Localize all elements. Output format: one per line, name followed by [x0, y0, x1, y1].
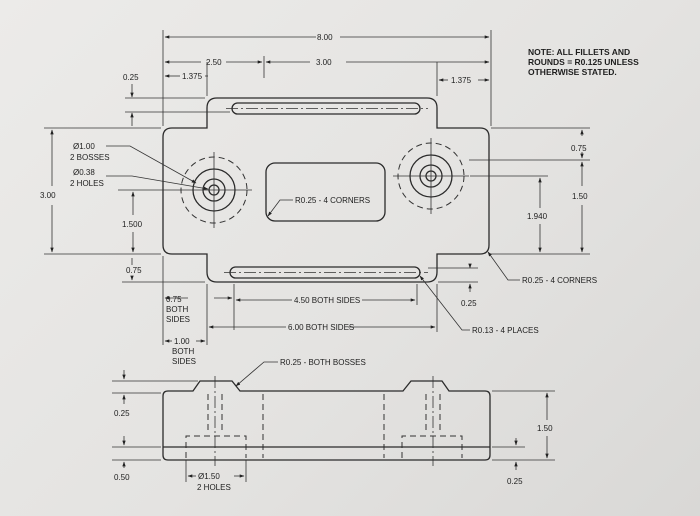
dim-side-height: 1.50	[537, 424, 553, 433]
left-boss	[176, 152, 252, 228]
callout-slot-ends: R0.13 - 4 PLACES	[472, 326, 539, 335]
callout-boss-count: 2 BOSSES	[70, 153, 110, 162]
note-line-2: ROUNDS = R0.125 UNLESS	[528, 57, 639, 67]
callout-slot-width: 0.75	[166, 295, 182, 304]
callout-slot-depth: 1.00	[174, 337, 190, 346]
callout-slot-depth-3: SIDES	[172, 357, 196, 366]
dim-right-inset: 1.375	[451, 76, 472, 85]
dim-top-lip: 0.25	[123, 73, 139, 82]
dim-left-inset: 1.375	[182, 72, 203, 81]
dim-left-center: 1.500	[122, 220, 143, 229]
note-block: NOTE: ALL FILLETS AND ROUNDS = R0.125 UN…	[528, 47, 639, 77]
dim-overall-height: 3.00	[40, 191, 56, 200]
callout-cbore-dia: Ø1.50	[198, 472, 220, 481]
dim-side-bottom: 0.50	[114, 473, 130, 482]
callout-slot-width-3: SIDES	[166, 315, 190, 324]
callout-cbore-count: 2 HOLES	[197, 483, 231, 492]
dim-slot-offset: 0.25	[461, 299, 477, 308]
dim-slot-inner: 4.50 BOTH SIDES	[294, 296, 360, 305]
note-line-3: OTHERWISE STATED.	[528, 67, 617, 77]
dim-left-span: 2.50	[206, 58, 222, 67]
callout-slot-width-2: BOTH	[166, 305, 188, 314]
front-view	[112, 361, 555, 482]
dim-slot-outer: 6.00 BOTH SIDES	[288, 323, 354, 332]
callout-boss-dia: Ø1.00	[73, 142, 95, 151]
front-view-outline	[162, 380, 491, 461]
callout-slot-depth-2: BOTH	[172, 347, 194, 356]
dim-right-span: 3.00	[316, 58, 332, 67]
dim-side-right: 0.25	[507, 477, 523, 486]
callout-hole-dia: Ø0.38	[73, 168, 95, 177]
dim-overall-length: 8.00	[317, 33, 333, 42]
dim-side-thickness: 0.25	[114, 409, 130, 418]
dim-bottom-lip: 0.75	[126, 266, 142, 275]
center-pocket	[265, 162, 386, 222]
callout-boss-radius: R0.25 - BOTH BOSSES	[280, 358, 366, 367]
dim-right-center: 1.940	[527, 212, 548, 221]
top-view	[44, 30, 590, 345]
note-line-1: NOTE: ALL FILLETS AND	[528, 47, 630, 57]
right-boss	[393, 138, 469, 214]
callout-hole-count: 2 HOLES	[70, 179, 104, 188]
top-view-outline	[162, 97, 490, 283]
dim-right-mid: 1.50	[572, 192, 588, 201]
dim-right-top: 0.75	[571, 144, 587, 153]
callout-pocket-radius: R0.25 - 4 CORNERS	[295, 196, 370, 205]
callout-body-radius: R0.25 - 4 CORNERS	[522, 276, 597, 285]
